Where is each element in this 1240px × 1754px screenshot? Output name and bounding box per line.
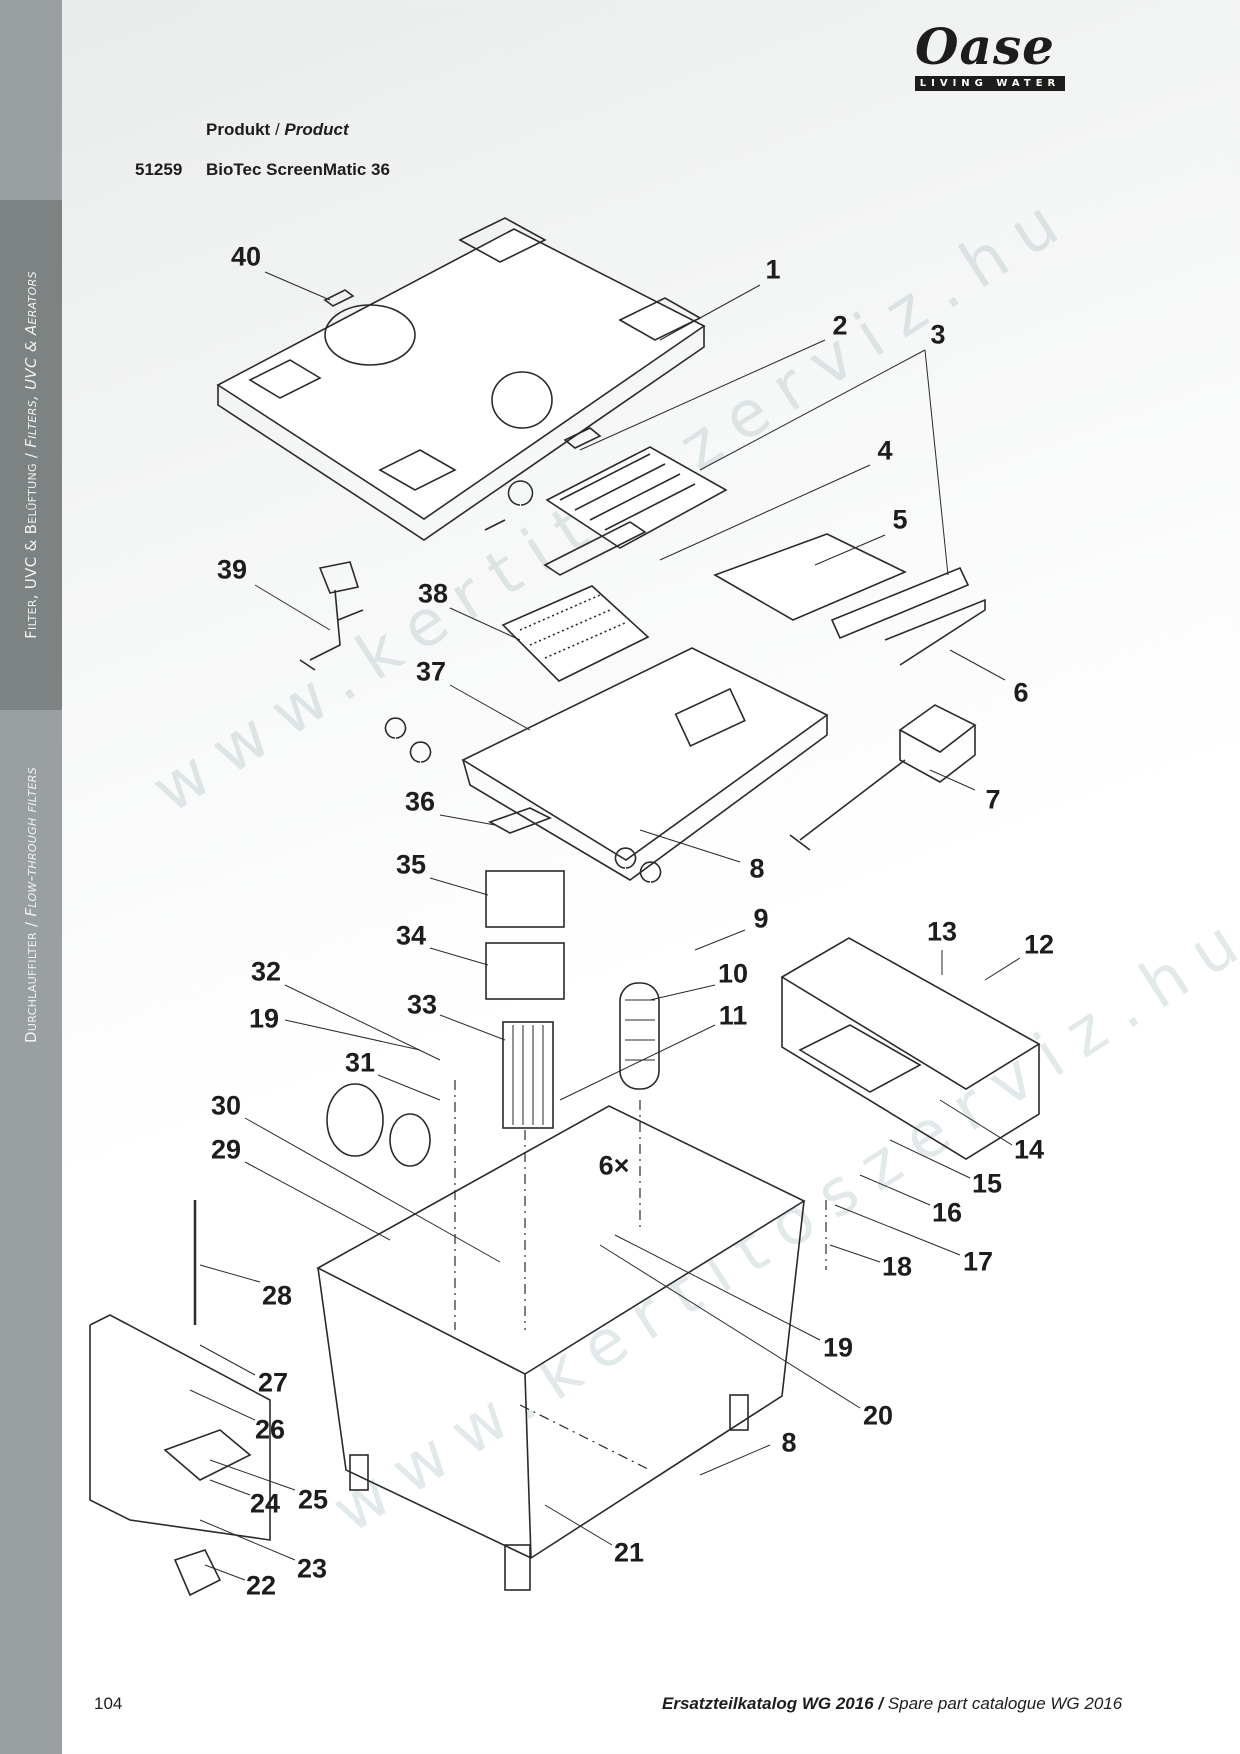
product-name: BioTec ScreenMatic 36 — [206, 160, 390, 179]
callout-21: 21 — [613, 1537, 645, 1568]
callout-11: 11 — [718, 1000, 748, 1031]
part-seal — [488, 807, 552, 834]
part-cartridge-34 — [485, 942, 565, 1000]
part-filter-tube — [619, 982, 660, 1090]
product-label-de: Produkt — [206, 120, 271, 139]
part-main-box — [316, 1105, 806, 1591]
callout-30: 30 — [210, 1090, 242, 1121]
callout-38: 38 — [417, 578, 449, 609]
catalogue-title-de: Ersatzteilkatalog WG 2016 — [662, 1694, 874, 1713]
part-bracket — [830, 566, 986, 666]
product-number: 51259 — [135, 160, 183, 179]
callout-2: 2 — [832, 310, 848, 341]
part-o-ring — [389, 1113, 431, 1167]
catalogue-title-en: Spare part catalogue WG 2016 — [887, 1694, 1123, 1713]
page-number: 104 — [94, 1694, 123, 1713]
callout-16: 16 — [931, 1197, 963, 1228]
callout-28: 28 — [261, 1280, 293, 1311]
callout-19: 19 — [248, 1003, 280, 1034]
callout-31: 31 — [344, 1047, 376, 1078]
callout-8: 8 — [749, 853, 765, 884]
part-basket — [501, 585, 650, 682]
part-grid-33 — [502, 1021, 554, 1129]
callout-37: 37 — [415, 656, 447, 687]
product-label-en: Product — [284, 120, 349, 139]
part-cartridge-35 — [485, 870, 565, 928]
callout-7: 7 — [985, 784, 1001, 815]
callout-39: 39 — [216, 554, 248, 585]
part-base-frame — [461, 647, 829, 881]
callout-15: 15 — [971, 1168, 1003, 1199]
callout-22: 22 — [245, 1570, 277, 1601]
callout-14: 14 — [1013, 1134, 1045, 1165]
part-connectors — [384, 717, 662, 883]
part-lid — [216, 217, 706, 541]
product-label: Produkt / Product — [206, 120, 349, 140]
callout-26: 26 — [254, 1414, 286, 1445]
separator: / — [873, 1694, 888, 1713]
sidebar-section-active — [0, 200, 62, 710]
callout-9: 9 — [753, 903, 769, 934]
callout-33: 33 — [406, 989, 438, 1020]
separator: / — [270, 120, 285, 139]
callout-32: 32 — [250, 956, 282, 987]
logo-word: Oase — [915, 17, 1055, 76]
callout-5: 5 — [892, 504, 908, 535]
callout-23: 23 — [296, 1553, 328, 1584]
part-side-housing — [780, 937, 1041, 1160]
callout-10: 10 — [717, 958, 749, 989]
oase-logo: Oase LIVING WATER — [915, 22, 1090, 91]
logo-tagline: LIVING WATER — [915, 76, 1065, 91]
part-drawer — [484, 446, 728, 576]
callout-18: 18 — [881, 1251, 913, 1282]
callout-6: 6 — [1013, 677, 1029, 708]
assembly-lines — [454, 1080, 827, 1471]
callout-34: 34 — [395, 920, 427, 951]
callout-19b: 19 — [822, 1332, 854, 1363]
part-motor — [789, 704, 977, 851]
callout-3: 3 — [930, 319, 946, 350]
callout-36: 36 — [404, 786, 436, 817]
callout-24: 24 — [249, 1488, 281, 1519]
callout-13: 13 — [926, 916, 958, 947]
leader-lines — [189, 271, 1021, 1581]
callout-8b: 8 — [781, 1427, 797, 1458]
callout-20: 20 — [862, 1400, 894, 1431]
part-handle — [299, 561, 364, 671]
callout-12: 12 — [1023, 929, 1055, 960]
callout-4: 4 — [877, 435, 893, 466]
part-left-housing — [89, 1314, 271, 1597]
callout-29: 29 — [210, 1134, 242, 1165]
part-pump-cover — [326, 1083, 384, 1157]
callout-6x: 6× — [598, 1150, 630, 1181]
catalogue-title: Ersatzteilkatalog WG 2016 / Spare part c… — [662, 1694, 1122, 1714]
part-filter-pad — [713, 533, 907, 621]
callout-27: 27 — [257, 1367, 289, 1398]
callout-35: 35 — [395, 849, 427, 880]
callout-1: 1 — [765, 254, 781, 285]
callout-17: 17 — [962, 1246, 994, 1277]
callout-25: 25 — [297, 1484, 329, 1515]
sidebar: Filter, UVC & Belüftung / Filters, UVC &… — [0, 0, 62, 1754]
callout-40: 40 — [230, 241, 262, 272]
